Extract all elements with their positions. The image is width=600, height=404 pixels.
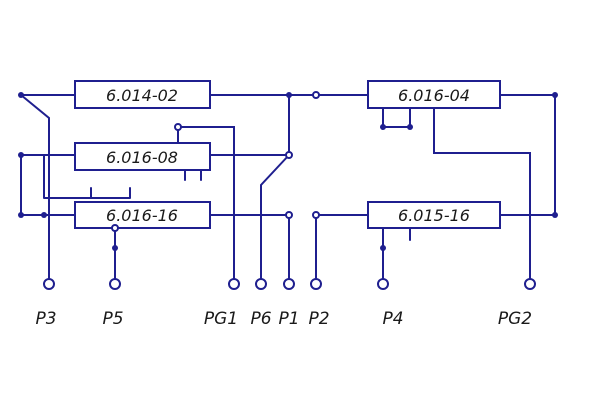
junction-dot <box>18 92 24 98</box>
junction-dot <box>112 245 118 251</box>
component-box <box>367 80 501 109</box>
component-6-016-16: 6.016-16 <box>74 201 211 229</box>
component-box <box>74 142 211 171</box>
terminal-p3 <box>43 278 55 290</box>
contact-circle <box>312 91 320 99</box>
contact-circle <box>111 224 119 232</box>
component-label: 6.014-02 <box>106 86 178 105</box>
component-6-015-16: 6.015-16 <box>367 201 501 229</box>
pin-label-pg1: PG1 <box>204 309 238 329</box>
pin-label-p5: P5 <box>102 309 123 329</box>
terminal-p5 <box>109 278 121 290</box>
component-box <box>74 80 211 109</box>
component-box <box>74 201 211 229</box>
component-label: 6.016-04 <box>398 86 470 105</box>
wire <box>20 94 50 281</box>
wires-left <box>20 94 317 281</box>
junction-dot <box>41 212 47 218</box>
wire <box>177 126 235 281</box>
terminal-p4 <box>377 278 389 290</box>
contact-circle <box>312 211 320 219</box>
pin-label-pg2: PG2 <box>498 309 532 329</box>
wire <box>43 154 131 199</box>
terminal-pg2 <box>524 278 536 290</box>
junction-dot <box>380 124 386 130</box>
contact-circle <box>285 151 293 159</box>
pin-label-p6: P6 <box>250 309 271 329</box>
pin-label-p3: P3 <box>35 309 56 329</box>
pin-label-p1: P1 <box>278 309 299 329</box>
component-6-016-08: 6.016-08 <box>74 142 211 171</box>
component-label: 6.015-16 <box>398 206 470 225</box>
wire <box>382 107 411 128</box>
contacts <box>111 91 320 232</box>
component-6-016-04: 6.016-04 <box>367 80 501 109</box>
wire <box>260 154 290 281</box>
junction-dot <box>286 92 292 98</box>
junction-dot <box>18 152 24 158</box>
contact-circle <box>174 123 182 131</box>
junction-dot <box>407 124 413 130</box>
wire <box>433 107 531 281</box>
wires-right <box>315 94 556 281</box>
terminal-p1 <box>283 278 295 290</box>
terminal-p6 <box>255 278 267 290</box>
terminal-pg1 <box>228 278 240 290</box>
component-label: 6.016-16 <box>106 206 178 225</box>
junction-dot <box>552 212 558 218</box>
junction-dot <box>18 212 24 218</box>
pin-label-p2: P2 <box>308 309 329 329</box>
terminals <box>43 278 536 290</box>
junction-dot <box>552 92 558 98</box>
wire <box>499 94 556 216</box>
junction-dot <box>380 245 386 251</box>
component-box <box>367 201 501 229</box>
pin-labels: P3 P5 PG1 P6 P1 P2 P4 PG2 <box>35 309 532 329</box>
component-6-014-02: 6.014-02 <box>74 80 211 109</box>
terminal-p2 <box>310 278 322 290</box>
junctions <box>18 92 558 251</box>
component-label: 6.016-08 <box>106 148 178 167</box>
pin-label-p4: P4 <box>382 309 403 329</box>
contact-circle <box>285 211 293 219</box>
